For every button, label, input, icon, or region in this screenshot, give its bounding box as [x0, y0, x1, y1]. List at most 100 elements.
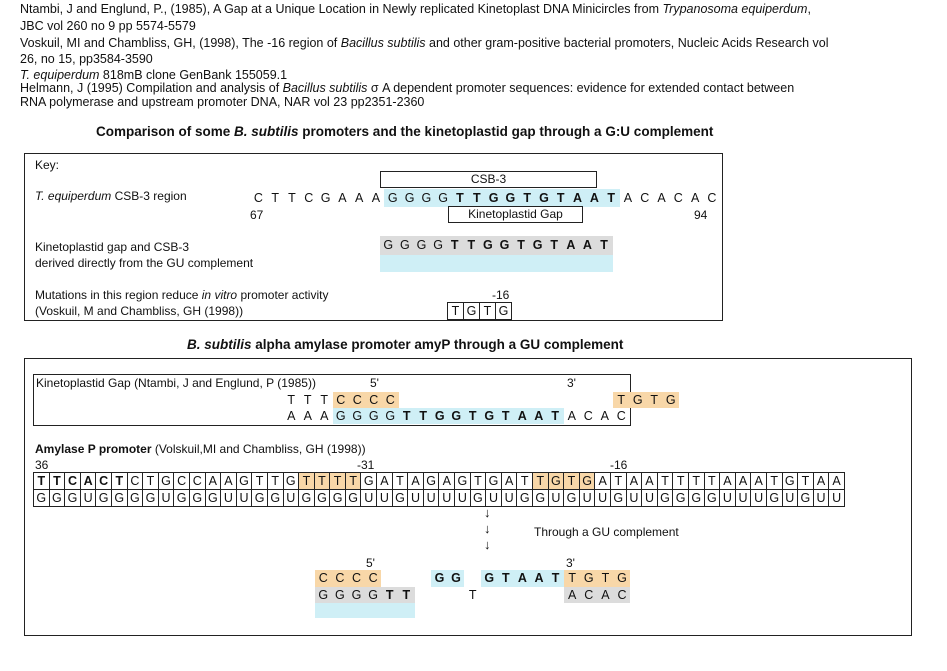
- gu-complement-shade: [380, 236, 613, 255]
- nucleotide: G: [781, 472, 799, 490]
- position-94: 94: [694, 208, 708, 222]
- nucleotide: G: [315, 587, 332, 603]
- nucleotide: G: [578, 472, 596, 490]
- nucleotide: A: [566, 238, 576, 252]
- nucleotide: T: [397, 587, 415, 603]
- nucleotide: A: [719, 472, 736, 490]
- nucleotide: [498, 392, 515, 408]
- nucleotide: U: [454, 489, 471, 507]
- nucleotide: G: [110, 489, 128, 507]
- nucleotide: G: [499, 238, 510, 252]
- nucleotide: A: [500, 472, 518, 490]
- nucleotide: A: [569, 189, 586, 207]
- nucleotide: T: [391, 472, 409, 490]
- amylase-p-label: Amylase P promoter (Volskuil,MI and Cham…: [35, 442, 366, 456]
- nucleotide: U: [79, 489, 97, 507]
- nucleotide: A: [734, 472, 752, 490]
- nucleotide: [399, 392, 416, 408]
- nucleotide: T: [468, 189, 486, 207]
- nucleotide: G: [360, 472, 378, 490]
- gap-csb3-label-line2: derived directly from the GU complement: [35, 256, 254, 270]
- nucleotide: [564, 392, 581, 408]
- nucleotide: G: [532, 489, 549, 507]
- nucleotide: G: [95, 489, 112, 507]
- nucleotide: U: [376, 489, 393, 507]
- nucleotide: [431, 587, 448, 603]
- kgap-three-prime: 3': [567, 376, 576, 390]
- nucleotide: A: [376, 472, 393, 490]
- nucleotide: [381, 570, 398, 587]
- nucleotide: G: [687, 489, 705, 507]
- nucleotide: G: [433, 238, 443, 252]
- nucleotide: T: [464, 408, 481, 424]
- nucleotide: T: [329, 472, 346, 490]
- nucleotide: A: [567, 409, 576, 423]
- down-arrow-icon: ↓: [484, 505, 491, 520]
- nucleotide: G: [797, 489, 814, 507]
- nucleotide: T: [563, 570, 581, 587]
- nucleotide: G: [703, 489, 721, 507]
- nucleotide: G: [656, 489, 674, 507]
- mutations-label-line1: Mutations in this region reduce in vitro…: [35, 288, 329, 302]
- nucleotide: U: [500, 489, 518, 507]
- nucleotide: [415, 570, 432, 587]
- gap-csb3-label-line1: Kinetoplastid gap and CSB-3: [35, 240, 190, 254]
- nucleotide: G: [613, 570, 631, 587]
- nucleotide: G: [448, 408, 465, 424]
- nucleotide: A: [407, 472, 424, 490]
- nucleotide: G: [495, 302, 512, 320]
- nucleotide: T: [468, 588, 477, 602]
- nucleotide: T: [271, 191, 280, 205]
- nucleotide: [481, 587, 498, 603]
- nucleotide: [531, 587, 548, 603]
- reference-line: Ntambi, J and Englund, P., (1985), A Gap…: [20, 2, 811, 16]
- nucleotide: G: [400, 238, 410, 252]
- nucleotide: G: [348, 587, 365, 603]
- nucleotide: C: [126, 472, 144, 490]
- reference-line: JBC vol 260 no 9 pp 5574-5579: [20, 19, 196, 33]
- nucleotide: [415, 587, 432, 603]
- nucleotide: T: [467, 238, 476, 252]
- nucleotide: A: [530, 408, 547, 424]
- nucleotide: T: [288, 191, 296, 205]
- nucleotide: A: [690, 191, 700, 205]
- nucleotide: G: [235, 472, 253, 490]
- nucleotide: C: [580, 587, 598, 603]
- nucleotide: A: [514, 408, 531, 424]
- nucleotide: G: [563, 489, 580, 507]
- nucleotide: T: [703, 472, 721, 490]
- nucleotide: G: [142, 489, 159, 507]
- mutations-label-line2: (Voskuil, M and Chambliss, GH (1998)): [35, 304, 244, 318]
- nucleotide: T: [110, 472, 128, 490]
- reference-line: Helmann, J (1995) Compilation and analys…: [20, 81, 795, 95]
- nucleotide: U: [812, 489, 830, 507]
- nucleotide: G: [447, 570, 465, 587]
- nucleotide: U: [360, 489, 378, 507]
- nucleotide: [415, 392, 432, 408]
- nucleotide: T: [597, 570, 614, 587]
- nucleotide: G: [266, 489, 284, 507]
- nucleotide: G: [422, 472, 440, 490]
- result-blue-underlay: [315, 602, 415, 618]
- nucleotide: A: [371, 191, 381, 205]
- nucleotide: A: [623, 191, 633, 205]
- nucleotide: T: [447, 302, 464, 320]
- nucleotide: G: [463, 302, 480, 320]
- comparison-box: [24, 153, 723, 321]
- nucleotide: [448, 587, 465, 603]
- kinetoplastid-gap-box: Kinetoplastid Gap: [448, 206, 583, 223]
- nucleotide: A: [600, 409, 609, 423]
- position-67: 67: [250, 208, 264, 222]
- nucleotide: U: [157, 489, 175, 507]
- position-minus16: -16: [492, 288, 510, 302]
- nucleotide: T: [251, 472, 268, 490]
- position-minus31: -31: [357, 458, 375, 472]
- nucleotide: C: [365, 392, 382, 408]
- nucleotide: U: [594, 489, 611, 507]
- nucleotide: A: [338, 191, 347, 205]
- nucleotide: A: [657, 191, 666, 205]
- nucleotide: T: [344, 472, 362, 490]
- nucleotide: T: [613, 392, 630, 408]
